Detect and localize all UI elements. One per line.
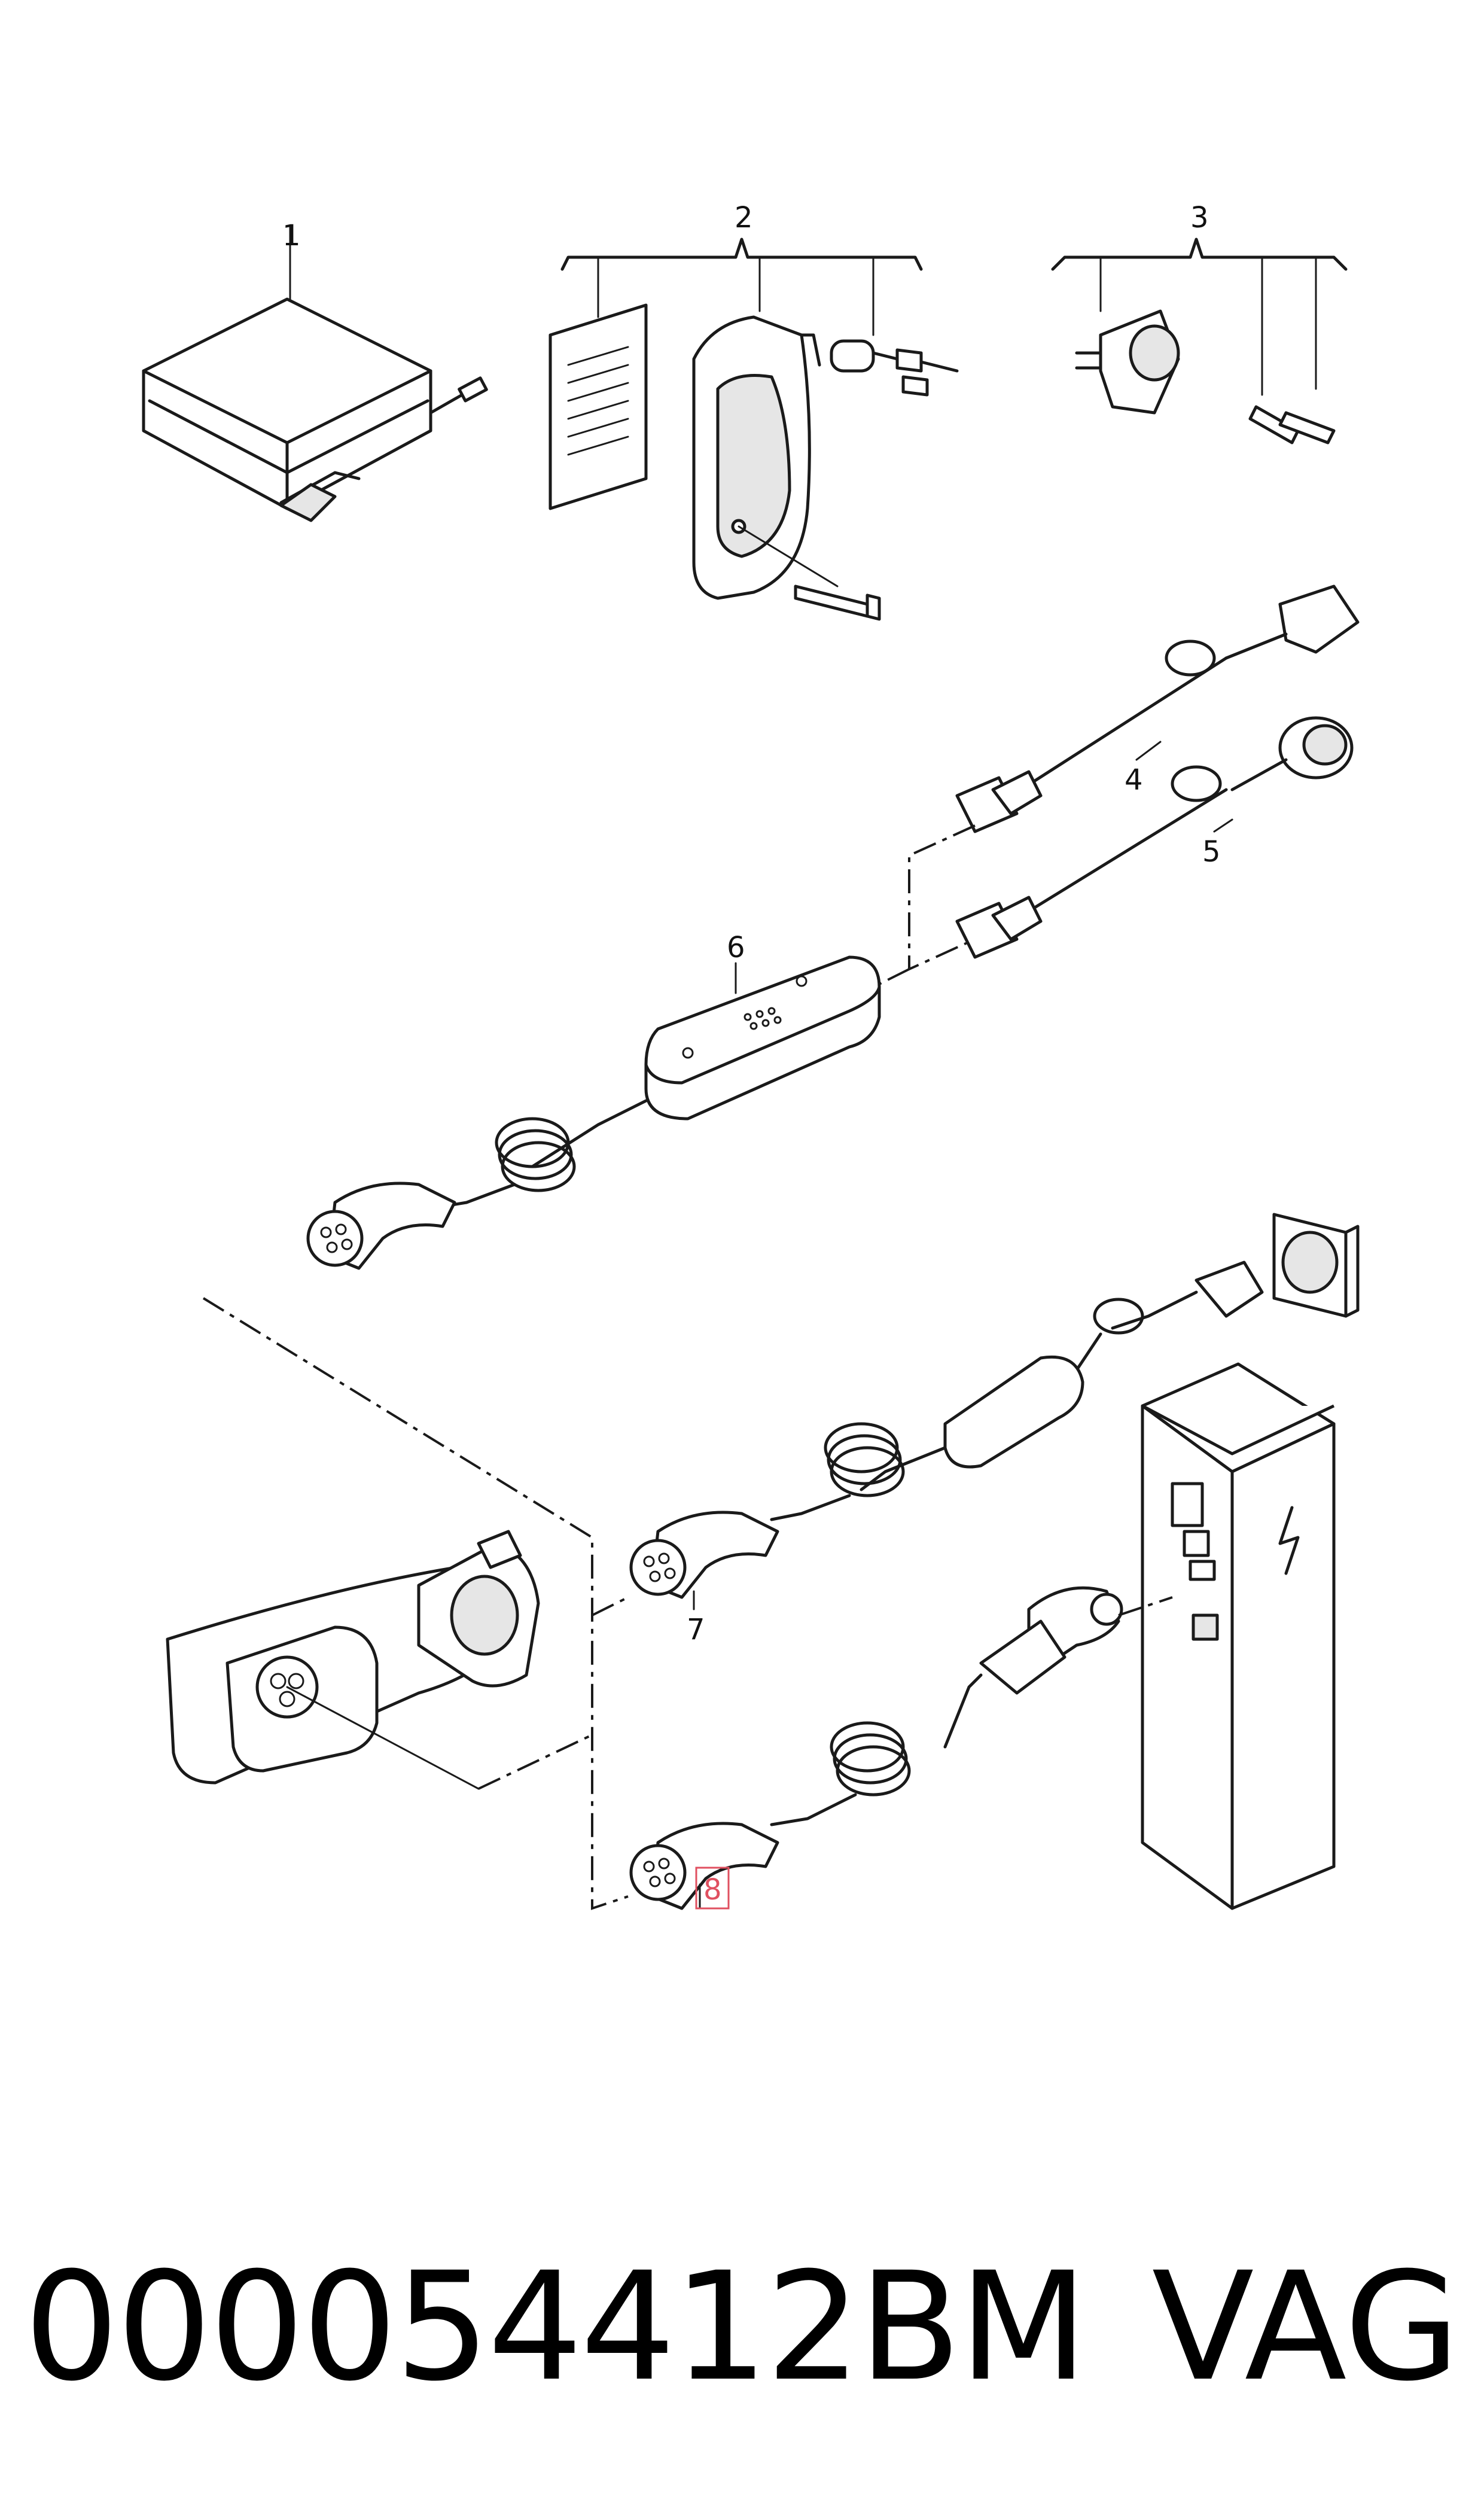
part-8-charging-cable: [629, 1586, 1123, 1910]
part-number: 000054412BM: [24, 2240, 1088, 2414]
callout-5: 5: [1202, 835, 1221, 869]
part-3-adapter-set: [1051, 238, 1348, 444]
callout-7: 7: [687, 1613, 705, 1646]
callout-2: 2: [735, 201, 753, 235]
wall-socket: [1272, 1213, 1360, 1318]
callout-1: 1: [282, 219, 301, 252]
dash-line-4-5-to-6: [861, 824, 976, 994]
dash-line-8-to-station: [1118, 1596, 1173, 1616]
part-1-storage-bag: [142, 226, 488, 522]
dash-line-7-to-car: [592, 1596, 629, 1616]
footer: 000054412BM VAG: [0, 2237, 1484, 2417]
parts-diagram: 1 2 3 4 5 6 7 8: [142, 201, 1360, 1910]
part-4-supply-cable: [955, 584, 1360, 833]
brand-label: VAG: [1151, 2240, 1460, 2414]
charging-station: [1141, 1362, 1336, 1910]
car-charging-port: [166, 1530, 540, 1790]
dash-line-car-lower: [478, 1734, 593, 1790]
callout-8: 8: [703, 1873, 722, 1907]
callout-4: 4: [1125, 763, 1143, 797]
callout-8-highlight-box: [695, 1867, 730, 1910]
part-2-wall-holder-set: [548, 238, 959, 621]
part-7-charging-cable: [629, 1260, 1264, 1610]
dash-line-6-to-car: [202, 1297, 629, 1910]
callout-6: 6: [727, 931, 745, 964]
callout-3: 3: [1190, 201, 1209, 235]
part-5-supply-cable: [955, 716, 1354, 959]
part-6-mobile-charger: [306, 955, 881, 1270]
